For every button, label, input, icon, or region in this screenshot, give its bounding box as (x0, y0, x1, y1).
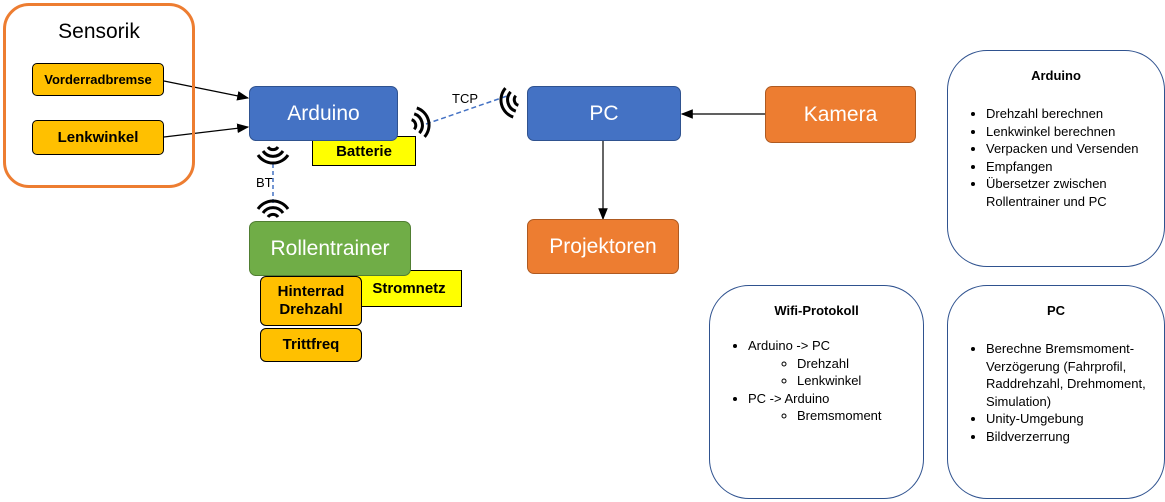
list-item: Übersetzer zwischen Rollentrainer und PC (986, 175, 1156, 210)
wifi-icon (256, 199, 290, 219)
pc-info-panel: PC Berechne Bremsmoment-Verzögerung (Fah… (947, 285, 1165, 499)
pc-panel-list: Berechne Bremsmoment-Verzögerung (Fahrpr… (948, 340, 1158, 445)
kamera-node: Kamera (765, 86, 916, 143)
tcp-label: TCP (452, 91, 478, 106)
list-item: Unity-Umgebung (986, 410, 1158, 428)
list-item: Arduino -> PC Drehzahl Lenkwinkel (748, 337, 915, 390)
sub-list: Bremsmoment (748, 407, 915, 425)
bt-label: BT (256, 175, 273, 190)
wifi-icon (256, 145, 290, 165)
list-item-label: Arduino -> PC (748, 338, 831, 353)
wifi-icon (499, 87, 520, 119)
pc-node: PC (527, 86, 681, 141)
arrow-vorderradbremse-arduino (163, 80, 250, 101)
sensorik-title: Sensorik (58, 20, 140, 43)
sub-list: Drehzahl Lenkwinkel (748, 355, 915, 390)
sensor-lenkwinkel: Lenkwinkel (32, 120, 164, 155)
arrow-lenkwinkel-arduino (163, 123, 250, 138)
tcp-link-line (425, 94, 511, 125)
list-item: Bremsmoment (797, 407, 915, 425)
sensorik-group: Sensorik (3, 3, 195, 188)
list-item: Verpacken und Versenden (986, 140, 1156, 158)
wifi-panel-title: Wifi-Protokoll (774, 303, 859, 318)
rollentrainer-node: Rollentrainer (249, 221, 411, 276)
list-item-label: PC -> Arduino (748, 390, 830, 406)
arduino-panel-list: Drehzahl berechnen Lenkwinkel berechnen … (948, 105, 1156, 210)
list-item: Lenkwinkel (797, 372, 915, 390)
list-item: Bildverzerrung (986, 428, 1158, 446)
list-item: Berechne Bremsmoment-Verzögerung (Fahrpr… (986, 340, 1158, 410)
wifi-panel-list: Arduino -> PC Drehzahl Lenkwinkel PC -> … (710, 337, 915, 425)
list-item: Drehzahl (797, 355, 915, 373)
arduino-panel-title: Arduino (1031, 68, 1081, 83)
list-item: Drehzahl berechnen (986, 105, 1156, 123)
sensor-hinterrad-drehzahl: Hinterrad Drehzahl (260, 276, 362, 326)
sensor-vorderradbremse: Vorderradbremse (32, 63, 164, 96)
wifi-icon (410, 106, 431, 138)
list-item: PC -> Arduino Bremsmoment (748, 390, 915, 425)
pc-panel-title: PC (1046, 303, 1066, 318)
projektoren-node: Projektoren (527, 219, 679, 274)
wifi-protokoll-panel: Wifi-Protokoll Arduino -> PC Drehzahl Le… (709, 285, 924, 499)
arduino-node: Arduino (249, 86, 398, 141)
arduino-info-panel: Arduino Drehzahl berechnen Lenkwinkel be… (947, 50, 1165, 267)
sensor-trittfreq: Trittfreq (260, 328, 362, 362)
list-item: Empfangen (986, 158, 1156, 176)
list-item: Lenkwinkel berechnen (986, 123, 1156, 141)
